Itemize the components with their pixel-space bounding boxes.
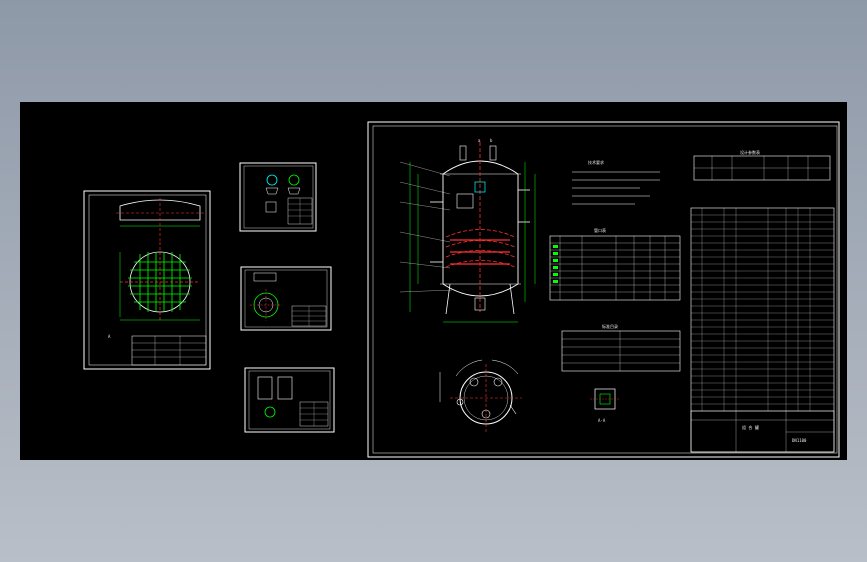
- title-block-name: 组 合 罐: [742, 424, 759, 430]
- design-param-table: 设计参数表: [693, 149, 831, 181]
- detail-view[interactable]: A-A: [590, 388, 620, 423]
- cad-model-space[interactable]: A: [20, 102, 847, 460]
- svg-text:技术要求: 技术要求: [588, 159, 604, 165]
- standards-table-title: 标准目录: [602, 323, 618, 329]
- detail-label: A-A: [598, 418, 606, 423]
- vessel-elevation[interactable]: a b: [399, 138, 536, 323]
- standards-table: 标准目录: [561, 323, 681, 372]
- svg-text:b: b: [490, 138, 493, 143]
- sheet-2[interactable]: [239, 162, 317, 232]
- nozzle-table-title: 管口表: [594, 227, 606, 233]
- sheet-3[interactable]: [240, 266, 332, 331]
- drawing-svg: A: [83, 121, 840, 458]
- main-sheet[interactable]: a b 技术要求 设计参数表: [367, 121, 840, 458]
- svg-text:a: a: [478, 138, 481, 143]
- nozzle-table: 管口表: [549, 227, 681, 301]
- sheet-1[interactable]: A: [83, 190, 211, 370]
- sheet-4[interactable]: [244, 367, 335, 433]
- param-table-title: 设计参数表: [740, 149, 760, 155]
- vessel-plan-view[interactable]: [439, 359, 522, 432]
- title-block-code: DN1100: [792, 438, 807, 443]
- parts-list: 组 合 罐 DN1100: [690, 207, 835, 453]
- svg-text:A: A: [108, 334, 111, 339]
- technical-notes: 技术要求: [572, 159, 660, 205]
